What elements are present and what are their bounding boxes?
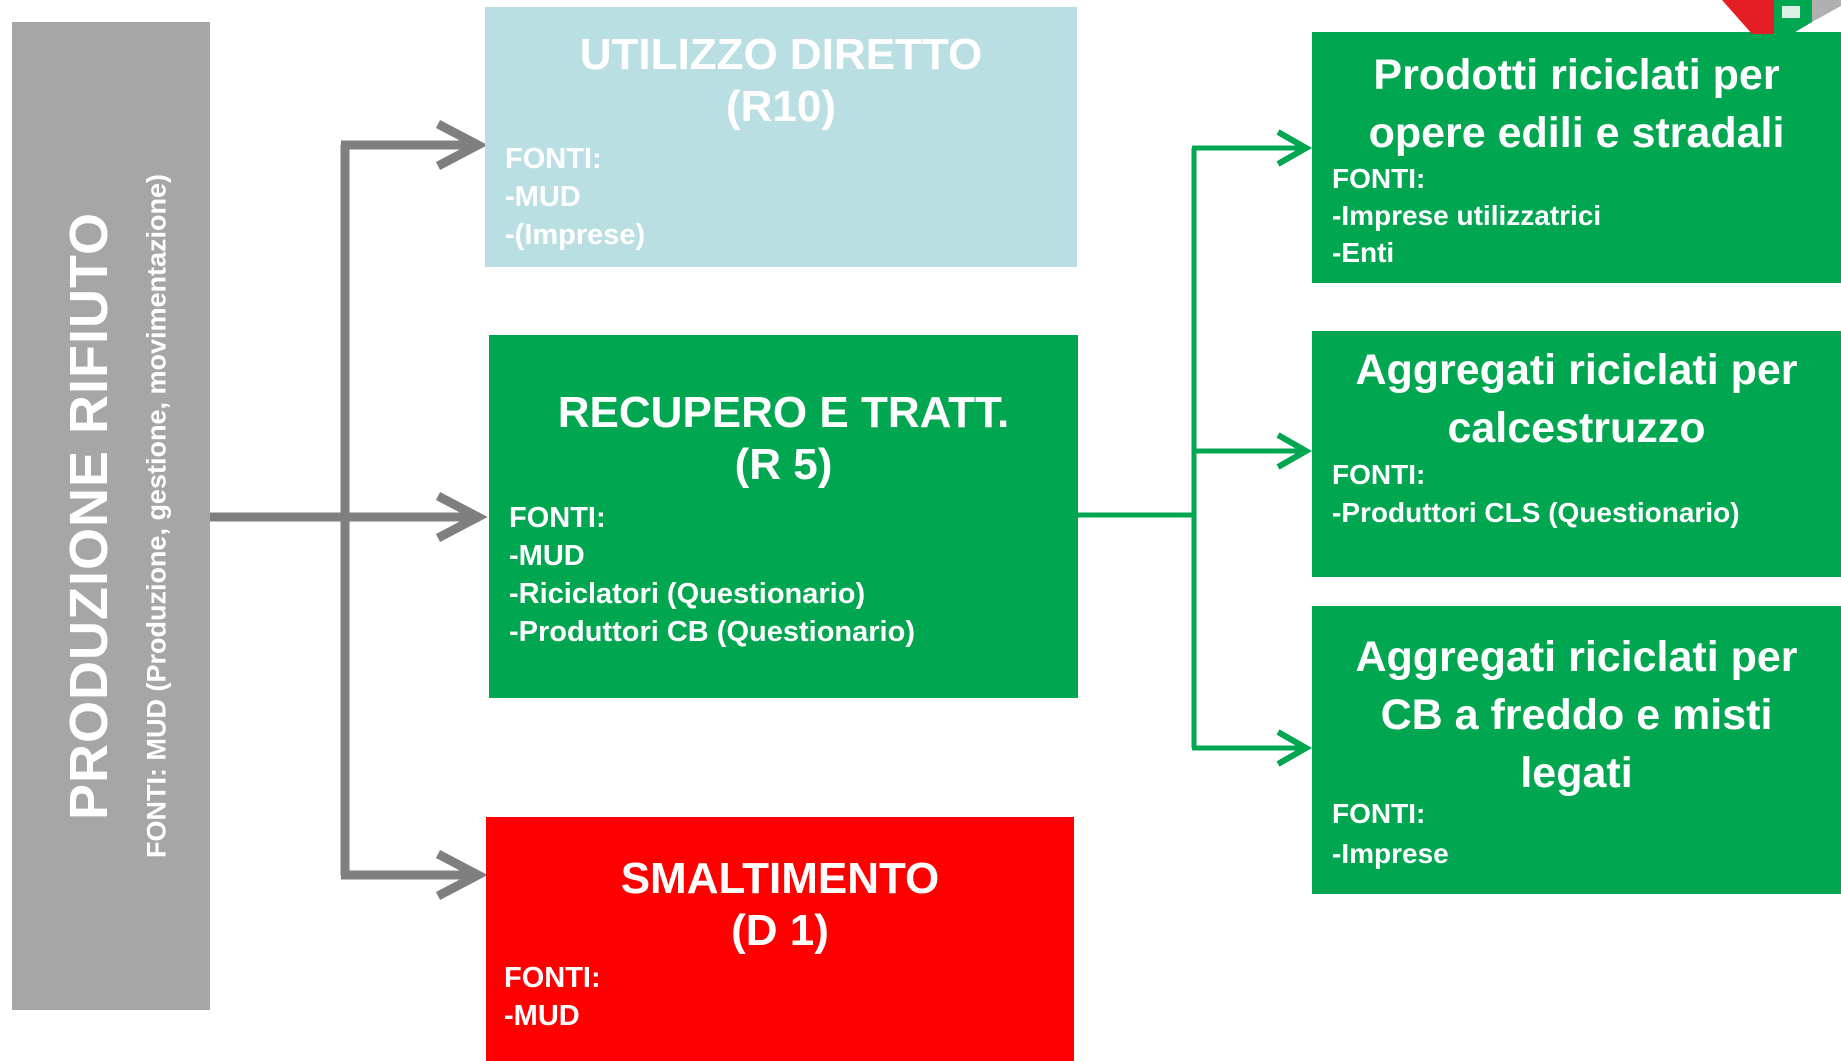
utilizzo-title-line1: UTILIZZO DIRETTO bbox=[579, 30, 983, 79]
aggregati-cls-title-line1: Aggregati riciclati per bbox=[1355, 346, 1798, 394]
prodotti-title: Prodotti riciclati per opere edili e str… bbox=[1312, 46, 1841, 162]
source-item: -Produttori CB (Questionario) bbox=[509, 616, 915, 648]
aggregati-cls-fonti: FONTI: -Produttori CLS (Questionario) bbox=[1332, 456, 1740, 532]
smaltimento-title-line1: SMALTIMENTO bbox=[620, 854, 940, 903]
aggregati-cls-title: Aggregati riciclati per calcestruzzo bbox=[1312, 341, 1841, 457]
smaltimento-title: SMALTIMENTO (D 1) bbox=[486, 853, 1074, 957]
prodotti-title-line2: opere edili e stradali bbox=[1368, 109, 1785, 157]
aggregati-cls-box: Aggregati riciclati per calcestruzzo FON… bbox=[1312, 331, 1841, 577]
arrowhead-recupero-icon bbox=[435, 492, 488, 542]
prodotti-fonti: FONTI: -Imprese utilizzatrici -Enti bbox=[1332, 160, 1601, 271]
fonti-label: FONTI: bbox=[509, 502, 606, 534]
fonti-label: FONTI: bbox=[505, 143, 602, 175]
logo-icon bbox=[1722, 0, 1841, 34]
produzione-rifiuto-box: PRODUZIONE RIFIUTO FONTI: MUD (Produzion… bbox=[12, 22, 210, 1010]
aggregati-cb-title-line3: legati bbox=[1520, 749, 1633, 797]
source-item: -MUD bbox=[504, 1000, 580, 1032]
aggregati-cb-title: Aggregati riciclati per CB a freddo e mi… bbox=[1312, 628, 1841, 802]
aggregati-cls-title-line2: calcestruzzo bbox=[1447, 404, 1706, 452]
fonti-label: FONTI: bbox=[504, 962, 601, 994]
utilizzo-title-line2: (R10) bbox=[725, 82, 837, 131]
aggregati-cb-title-line2: CB a freddo e misti bbox=[1380, 691, 1773, 739]
arrowhead-smaltimento-icon bbox=[435, 850, 488, 900]
prodotti-riciclati-box: Prodotti riciclati per opere edili e str… bbox=[1312, 32, 1841, 283]
source-item: -Riciclatori (Questionario) bbox=[509, 578, 866, 610]
prodotti-title-line1: Prodotti riciclati per bbox=[1373, 51, 1780, 99]
source-item: -Imprese bbox=[1332, 838, 1449, 869]
utilizzo-fonti: FONTI: -MUD -(Imprese) bbox=[505, 140, 645, 254]
source-item: -(Imprese) bbox=[505, 219, 646, 251]
source-item: -Produttori CLS (Questionario) bbox=[1332, 497, 1740, 528]
aggregati-cb-title-line1: Aggregati riciclati per bbox=[1355, 633, 1798, 681]
smaltimento-fonti: FONTI: -MUD bbox=[504, 959, 601, 1035]
utilizzo-title: UTILIZZO DIRETTO (R10) bbox=[485, 29, 1077, 133]
recupero-title: RECUPERO E TRATT. (R 5) bbox=[489, 387, 1078, 491]
arrowhead-aggregati-cls-icon bbox=[1276, 432, 1313, 470]
produzione-title: PRODUZIONE RIFIUTO bbox=[59, 211, 119, 821]
arrowhead-prodotti-icon bbox=[1276, 129, 1313, 167]
fonti-label: FONTI: bbox=[1332, 459, 1426, 490]
source-item: -MUD bbox=[509, 540, 585, 572]
fonti-label: FONTI: bbox=[1332, 163, 1426, 194]
arrowhead-aggregati-cb-icon bbox=[1276, 729, 1313, 767]
recupero-box: RECUPERO E TRATT. (R 5) FONTI: -MUD -Ric… bbox=[489, 335, 1078, 698]
produzione-fonti: FONTI: MUD (Produzione, gestione, movime… bbox=[141, 173, 172, 859]
recupero-title-line2: (R 5) bbox=[734, 440, 833, 489]
source-item: -Enti bbox=[1332, 237, 1395, 268]
source-item: -Imprese utilizzatrici bbox=[1332, 200, 1602, 231]
arrowhead-utilizzo-icon bbox=[435, 120, 488, 170]
aggregati-cb-box: Aggregati riciclati per CB a freddo e mi… bbox=[1312, 606, 1841, 894]
recupero-fonti: FONTI: -MUD -Riciclatori (Questionario) … bbox=[509, 499, 915, 651]
source-item: -MUD bbox=[505, 181, 581, 213]
smaltimento-title-line2: (D 1) bbox=[731, 906, 829, 955]
utilizzo-diretto-box: UTILIZZO DIRETTO (R10) FONTI: -MUD -(Imp… bbox=[485, 7, 1077, 267]
fonti-label: FONTI: bbox=[1332, 798, 1426, 829]
aggregati-cb-fonti: FONTI: -Imprese bbox=[1332, 794, 1449, 874]
smaltimento-box: SMALTIMENTO (D 1) FONTI: -MUD bbox=[486, 817, 1074, 1061]
recupero-title-line1: RECUPERO E TRATT. bbox=[557, 388, 1010, 437]
